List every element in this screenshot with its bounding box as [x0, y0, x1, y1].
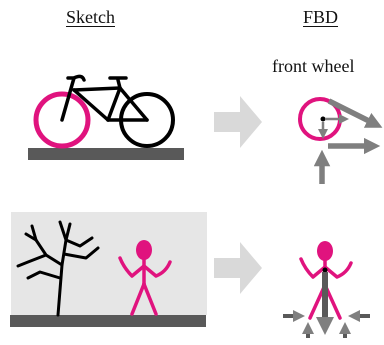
sketch-header: Sketch [66, 7, 115, 27]
wheel-axle-point [320, 116, 326, 122]
front-wheel-sketch [33, 91, 91, 149]
tree-sketch [16, 220, 100, 317]
bicycle-frame [60, 74, 149, 122]
front-wheel-label: front wheel [272, 56, 355, 76]
center-of-mass-point [322, 267, 328, 273]
tree-person-sketch [10, 212, 207, 327]
transition-arrow-bottom [214, 242, 262, 294]
ground-bar-top [28, 148, 184, 160]
ground-bar-bottom [10, 315, 206, 327]
sketch-panel-background [11, 212, 207, 315]
force-arrow-diagonal [327, 98, 383, 128]
bicycle-sketch [28, 74, 184, 160]
stick-figure-sketch [118, 240, 172, 316]
fbd-header: FBD [303, 7, 339, 27]
fbd-person-head [317, 241, 333, 261]
transition-arrow-top [214, 96, 262, 148]
fbd-front-wheel [298, 97, 383, 184]
fbd-person [283, 241, 370, 338]
person-head [136, 240, 152, 260]
